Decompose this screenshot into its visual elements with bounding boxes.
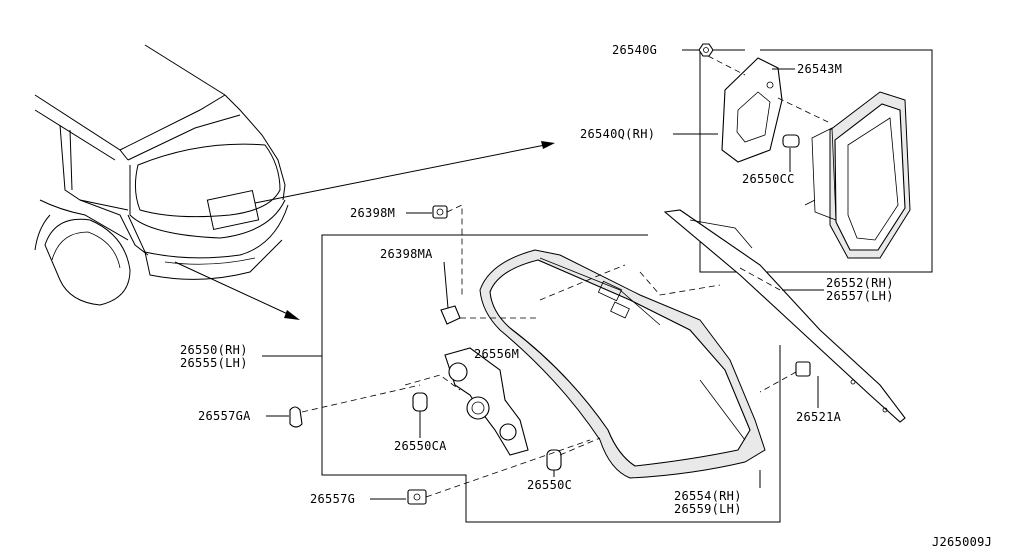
callout-arrows [174,141,555,320]
upper-lamp-detail-group [698,43,933,273]
bulb-26550CA [412,392,428,412]
label-26557G: 26557G [310,492,355,506]
label-26550C: 26550C [527,478,572,492]
label-26398MA: 26398MA [380,247,433,261]
lamp-garnish-strip-26552 [663,209,906,423]
vehicle-rear-illustration [34,44,289,306]
label-26552-rh: 26552(RH) [826,276,894,290]
label-26521A: 26521A [796,410,842,424]
diagram-id: J265009J [932,535,992,549]
label-26555-lh: 26555(LH) [180,356,248,370]
label-26540G: 26540G [612,43,657,57]
grommet-26557GA [289,406,303,428]
label-26543M: 26543M [797,62,842,76]
clip-26398MA [440,305,461,325]
label-26540Q-rh: 26540Q(RH) [580,127,655,141]
label-26556M: 26556M [474,347,519,361]
label-26557-lh: 26557(LH) [826,289,894,303]
label-26550CC: 26550CC [742,172,795,186]
part-labels: 26540G 26543M 26540Q(RH) 26550CC 26398M … [180,43,992,549]
label-26559-lh: 26559(LH) [674,502,742,516]
lamp-bracket-26543M [721,57,783,163]
screw-26398M [432,205,448,219]
label-26550CA: 26550CA [394,439,447,453]
label-26398M: 26398M [350,206,395,220]
label-26550-rh: 26550(RH) [180,343,248,357]
lower-lamp-detail-group [289,204,906,523]
screw-26521A [795,361,811,377]
bulb-26550CC [782,134,800,148]
label-26557GA: 26557GA [198,409,251,423]
nut-26540G [698,43,714,57]
bulb-26550C [546,449,562,471]
label-26554-rh: 26554(RH) [674,489,742,503]
screw-26557G [407,489,427,505]
